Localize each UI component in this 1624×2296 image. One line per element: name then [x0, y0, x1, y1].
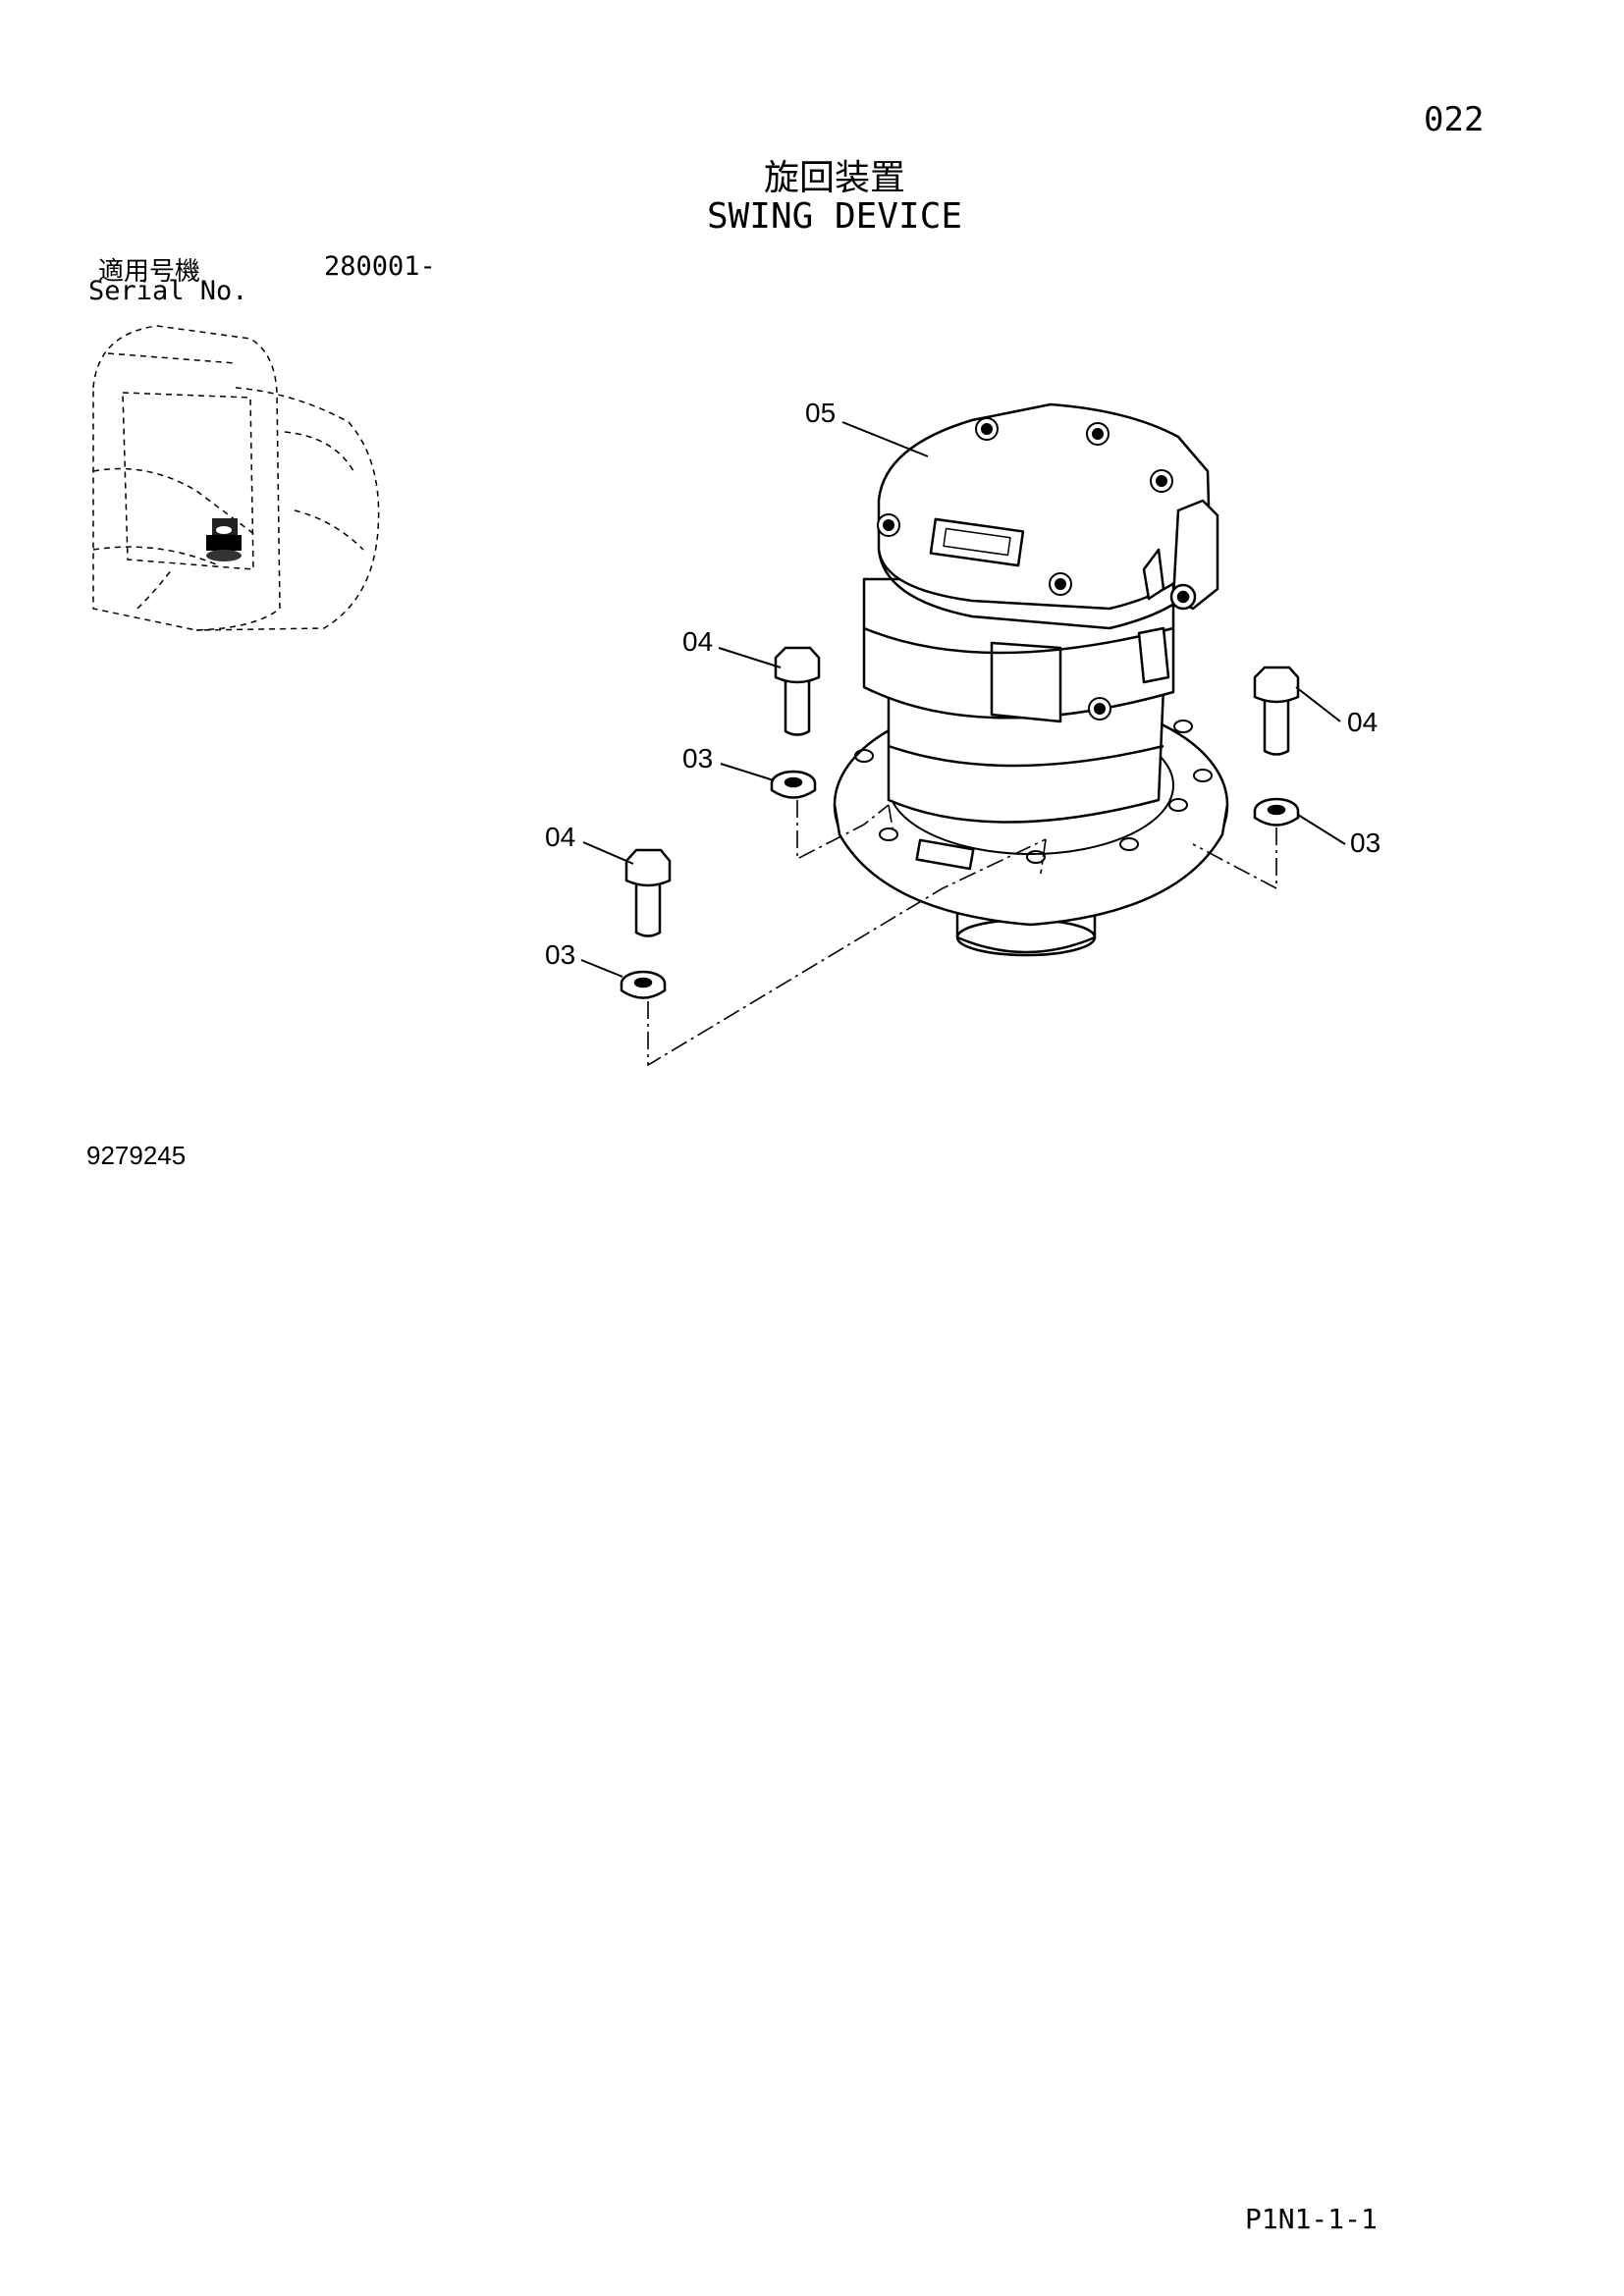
bolt-left-lower: [624, 848, 672, 937]
swing-device-location-mark: [206, 518, 242, 561]
sheet-code: P1N1-1-1: [1245, 2203, 1378, 2235]
drawing-number: 9279245: [86, 1141, 187, 1170]
callout-04-left-lower: 04: [545, 822, 575, 852]
assembly-lines: [647, 800, 1277, 1067]
page-number: 022: [1424, 100, 1485, 139]
machine-location-thumbnail: [92, 325, 380, 631]
callout-05: 05: [805, 398, 836, 428]
page-title-jp: 旋回装置: [763, 158, 905, 198]
leader-lines: [580, 421, 1346, 978]
page-title-en: SWING DEVICE: [706, 196, 963, 237]
callout-04-right: 04: [1347, 707, 1378, 737]
serial-label-jp: 適用号機: [98, 257, 201, 287]
bolt-left-upper: [774, 646, 821, 736]
callout-04-left-upper: 04: [682, 626, 713, 657]
washer-left-upper: [770, 770, 817, 799]
swing-device-drawing: [833, 402, 1229, 957]
serial-range: 280001-: [324, 251, 436, 282]
callout-03-left-lower: 03: [545, 939, 575, 970]
bolt-right: [1253, 666, 1300, 756]
washer-left-lower: [620, 970, 667, 999]
serial-label-en: Serial No.: [88, 276, 248, 306]
washer-right: [1253, 797, 1300, 827]
callout-03-right: 03: [1350, 828, 1380, 858]
callout-03-left-upper: 03: [682, 743, 713, 774]
